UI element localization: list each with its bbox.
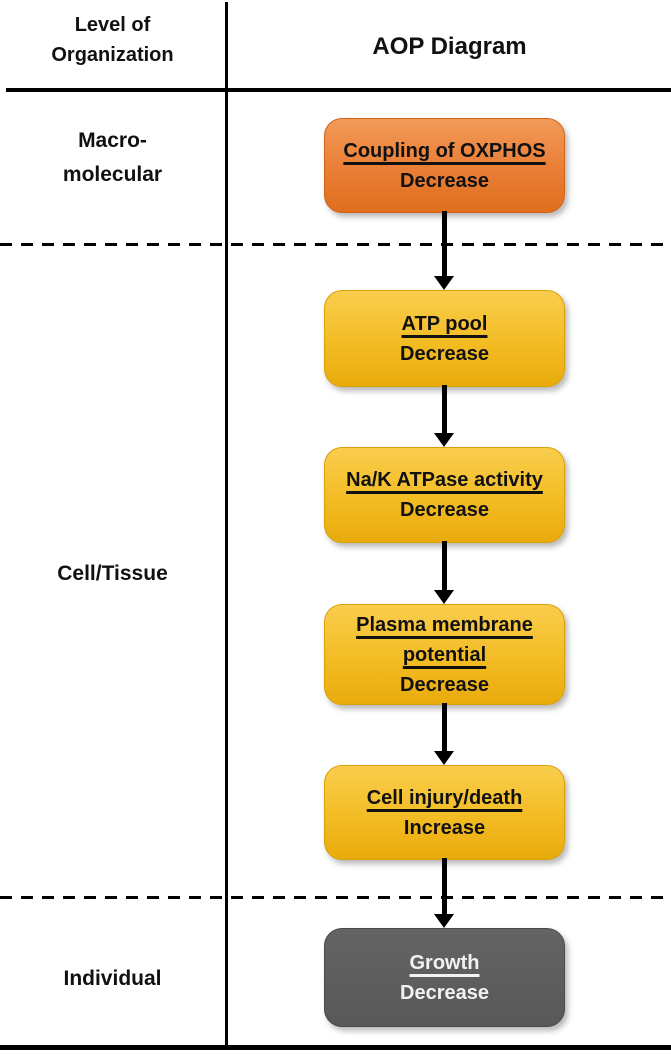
arrow-shaft [441, 703, 447, 751]
level-boundary-dashed-line-2 [0, 896, 671, 899]
node-growth: Growth Decrease [324, 928, 565, 1027]
node-change: Decrease [400, 342, 489, 365]
node-title: Plasma membrane potential [356, 613, 533, 666]
flow-arrow-3 [434, 541, 454, 604]
node-change: Decrease [400, 499, 489, 521]
arrow-head-icon [434, 276, 454, 290]
bottom-border-line [0, 1045, 671, 1050]
node-na-k-atpase-activity: Na/K ATPase activity Decrease [324, 447, 565, 543]
column-divider-line [225, 2, 228, 1048]
arrow-head-icon [434, 751, 454, 765]
arrow-shaft [441, 541, 447, 590]
level-label-individual: Individual [63, 967, 162, 990]
node-title: ATP pool [401, 312, 488, 335]
node-change: Increase [403, 816, 486, 839]
node-change: Decrease [400, 673, 489, 696]
node-change: Decrease [400, 981, 489, 1004]
node-title: Growth [409, 951, 480, 974]
flow-arrow-1 [434, 211, 454, 290]
node-change: Decrease [400, 169, 489, 192]
node-title: Coupling of OXPHOS [343, 139, 546, 162]
arrow-shaft [441, 385, 447, 433]
node-cell-injury-death: Cell injury/death Increase [324, 765, 565, 860]
arrow-head-icon [434, 914, 454, 928]
level-label-macromolecular: Macro- molecular [62, 129, 163, 186]
node-coupling-of-oxphos: Coupling of OXPHOS Decrease [324, 118, 565, 213]
level-of-organization-header: Level of Organization [51, 14, 174, 66]
aop-diagram-header: AOP Diagram [372, 33, 527, 60]
arrow-head-icon [434, 590, 454, 604]
level-label-cell-tissue: Cell/Tissue [57, 562, 168, 585]
node-title: Cell injury/death [366, 786, 523, 809]
flow-arrow-5 [434, 858, 454, 928]
arrow-head-icon [434, 433, 454, 447]
level-boundary-dashed-line-1 [0, 243, 671, 246]
flow-arrow-2 [434, 385, 454, 447]
node-atp-pool: ATP pool Decrease [324, 290, 565, 387]
node-plasma-membrane-potential: Plasma membrane potential Decrease [324, 604, 565, 705]
node-title: Na/K ATPase activity [346, 469, 543, 491]
flow-arrow-4 [434, 703, 454, 765]
arrow-shaft [441, 858, 447, 914]
arrow-shaft [441, 211, 447, 276]
header-separator-line [6, 88, 671, 92]
